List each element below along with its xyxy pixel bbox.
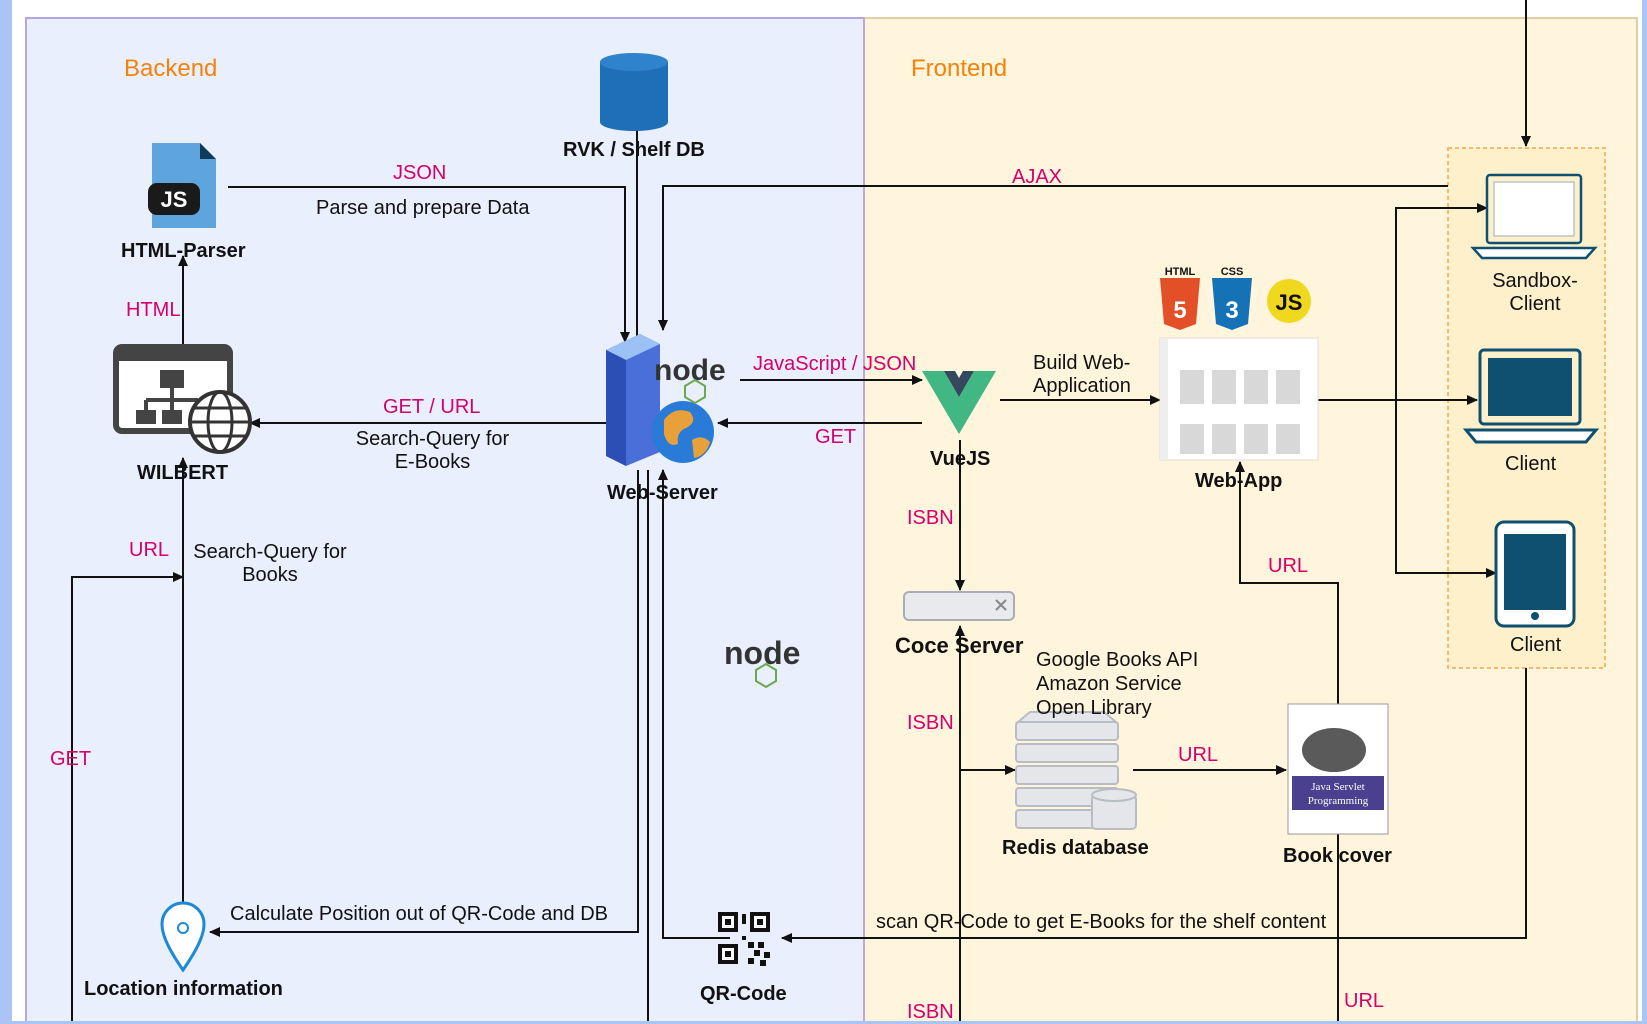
get-left-edge-label: GET <box>50 748 92 770</box>
js-file-text: JS <box>161 187 188 212</box>
book-cover-image: Java Servlet Programming <box>1287 703 1389 835</box>
get-url-edge-label: GET / URL <box>383 396 481 418</box>
get-vue-edge-label: GET <box>815 426 857 448</box>
json-edge-label: JSON <box>393 162 447 184</box>
html-parser-label: HTML-Parser <box>121 240 246 262</box>
coce-server-icon <box>903 591 1015 621</box>
isbn-edge-label-1: ISBN <box>907 507 954 529</box>
qr-code-icon <box>718 912 770 966</box>
isbn-edge-label-2: ISBN <box>907 712 954 734</box>
vuejs-logo <box>922 371 996 434</box>
search-ebooks-label: Search-Query for E-Books <box>355 428 510 473</box>
scan-qr-label: scan QR-Code to get E-Books for the shel… <box>876 911 1327 933</box>
rvk-db-label: RVK / Shelf DB <box>563 139 705 161</box>
calc-position-label: Calculate Position out of QR-Code and DB <box>230 903 608 925</box>
nodejs-logo-2: node <box>724 635 800 689</box>
web-app-screenshot <box>1159 337 1319 461</box>
search-books-label: Search-Query for Books <box>193 541 347 586</box>
js-file-icon <box>148 143 216 228</box>
cover-sources-label: Google Books API Amazon Service Open Lib… <box>1036 649 1199 719</box>
url-bottom-edge-label: URL <box>1344 990 1385 1012</box>
url-wilbert-edge-label: URL <box>129 539 170 561</box>
wilbert-label: WILBERT <box>137 462 229 484</box>
database-icon <box>600 53 668 131</box>
svg-text:3: 3 <box>1225 297 1238 324</box>
sandbox-client-label: Sandbox- Client <box>1492 270 1578 315</box>
laptop-sandbox-icon <box>1470 173 1598 260</box>
isbn-edge-label-3: ISBN <box>907 1001 954 1023</box>
html5-logo: 5 <box>1160 278 1200 330</box>
svg-text:Programming: Programming <box>1308 795 1369 807</box>
sitemap-globe-icon <box>113 344 252 454</box>
tablet-client-icon <box>1494 520 1576 628</box>
nodejs-logo: node <box>654 354 726 405</box>
svg-text:5: 5 <box>1173 297 1186 324</box>
coce-server-label: Coce Server <box>895 633 1024 658</box>
laptop-client-icon <box>1462 348 1600 444</box>
location-label: Location information <box>84 978 283 1000</box>
svg-text:Java Servlet: Java Servlet <box>1311 781 1364 793</box>
html5-text: HTML <box>1165 266 1196 278</box>
client1-label: Client <box>1505 453 1557 475</box>
redis-database-icon <box>1015 711 1137 830</box>
web-server-icon <box>606 334 714 466</box>
ajax-edge-label: AJAX <box>1012 166 1063 188</box>
frontend-title: Frontend <box>911 55 1008 82</box>
css3-logo: 3 <box>1212 278 1252 330</box>
web-app-label: Web-App <box>1195 470 1283 492</box>
book-cover-label: Book cover <box>1283 845 1392 867</box>
qr-code-label: QR-Code <box>700 983 787 1005</box>
location-pin-icon <box>160 901 206 973</box>
css3-text: CSS <box>1221 266 1244 278</box>
redis-label: Redis database <box>1002 837 1149 859</box>
edges <box>71 0 1531 1021</box>
backend-title: Backend <box>124 55 218 82</box>
js-badge <box>1267 279 1311 323</box>
js-badge-text: JS <box>1276 290 1303 315</box>
js-json-edge-label: JavaScript / JSON <box>753 353 917 375</box>
url-redis-edge-label: URL <box>1178 744 1219 766</box>
svg-text:node: node <box>654 354 726 387</box>
url-webapp-edge-label: URL <box>1268 555 1309 577</box>
html-edge-label: HTML <box>126 299 181 321</box>
web-server-label: Web-Server <box>607 482 718 504</box>
vuejs-label: VueJS <box>930 448 991 470</box>
build-edge-label: Build Web- Application <box>1033 352 1131 397</box>
svg-text:node: node <box>724 635 800 671</box>
client2-label: Client <box>1510 634 1562 656</box>
parse-edge-label: Parse and prepare Data <box>316 197 530 219</box>
